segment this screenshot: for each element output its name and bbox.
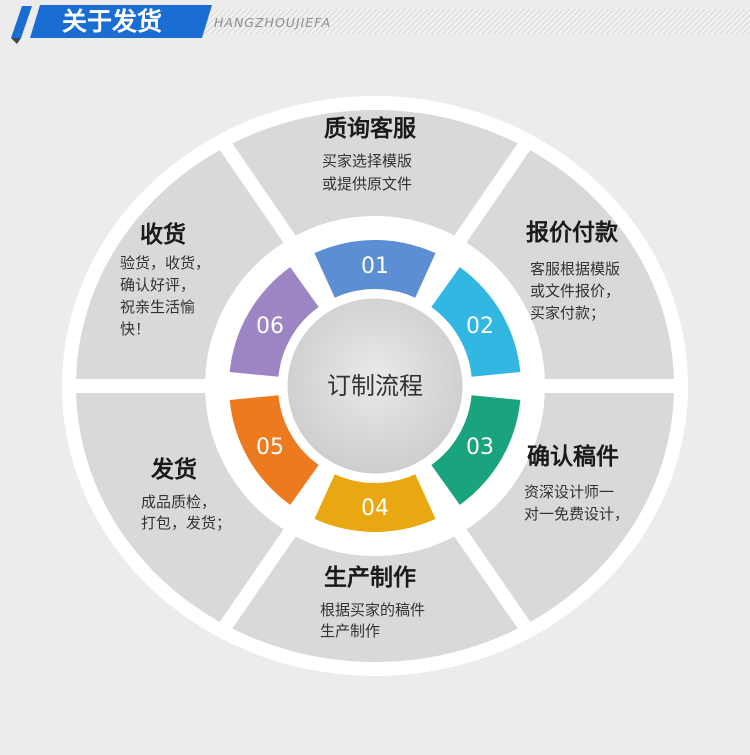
header-fold-shadow (11, 38, 21, 44)
step-desc-inquiry-line1: 买家选择模版 (322, 152, 412, 170)
step-desc-inquiry-line2: 或提供原文件 (322, 175, 412, 193)
step-badge-03 (431, 395, 521, 505)
step-desc-production-line2: 生产制作 (320, 622, 380, 640)
step-ring (229, 240, 521, 532)
step-badge-01 (314, 240, 436, 298)
step-desc-receipt-line4: 快！ (120, 320, 150, 338)
step-number-05: 05 (256, 435, 284, 460)
step-title-inquiry: 质询客服 (324, 115, 417, 142)
step-desc-receipt-line2: 确认好评， (120, 276, 195, 294)
step-title-production: 生产制作 (324, 564, 416, 591)
center-label: 订制流程 (327, 372, 423, 400)
step-number-03: 03 (466, 435, 494, 460)
step-desc-quote-payment-line3: 买家付款； (530, 304, 605, 322)
header-tab (30, 5, 212, 38)
outer-ring (62, 95, 688, 677)
segment-confirm-draft (449, 379, 688, 639)
step-title-receipt: 收货 (140, 221, 186, 248)
step-badge-02 (431, 267, 521, 377)
header-accent-slash (11, 6, 32, 38)
step-title-shipping: 发货 (150, 456, 197, 483)
segment-quote-payment (449, 133, 688, 393)
step-desc-confirm-draft-line1: 资深设计师一 (524, 483, 614, 501)
segment-shipping (62, 379, 301, 639)
step-title-confirm-draft: 确认稿件 (527, 443, 619, 470)
process-diagram: 订制流程 01 02 03 04 05 06 质询客服 买家选择模版 或提供原文… (62, 95, 688, 677)
step-number-04: 04 (361, 496, 389, 521)
step-number-06: 06 (256, 314, 284, 339)
segment-inquiry (215, 95, 535, 252)
step-desc-shipping-line1: 成品质检， (141, 493, 216, 511)
section-header: 关于发货 HANGZHOUJIEFA (11, 5, 750, 44)
step-desc-quote-payment-line1: 客服根据模版 (530, 260, 620, 278)
step-badge-06 (229, 267, 319, 377)
step-desc-production-line1: 根据买家的稿件 (320, 601, 425, 619)
header-title: 关于发货 (62, 7, 162, 36)
step-desc-confirm-draft-line2: 对一免费设计， (524, 505, 629, 523)
step-number-01: 01 (361, 254, 389, 279)
step-desc-quote-payment-line2: 或文件报价， (530, 282, 620, 300)
step-title-quote-payment: 报价付款 (526, 219, 619, 246)
step-desc-receipt-line3: 祝亲生活愉 (120, 298, 195, 316)
center-circle (282, 293, 468, 479)
step-number-02: 02 (466, 314, 494, 339)
step-badge-04 (314, 474, 436, 532)
header-subtitle: HANGZHOUJIEFA (214, 15, 331, 30)
step-badge-05 (229, 395, 319, 505)
step-desc-receipt-line1: 验货，收货， (120, 254, 210, 272)
header-hatch-band (205, 9, 750, 34)
segment-production (215, 520, 535, 677)
segment-receipt (62, 133, 301, 393)
step-desc-shipping-line2: 打包，发货； (141, 514, 231, 532)
